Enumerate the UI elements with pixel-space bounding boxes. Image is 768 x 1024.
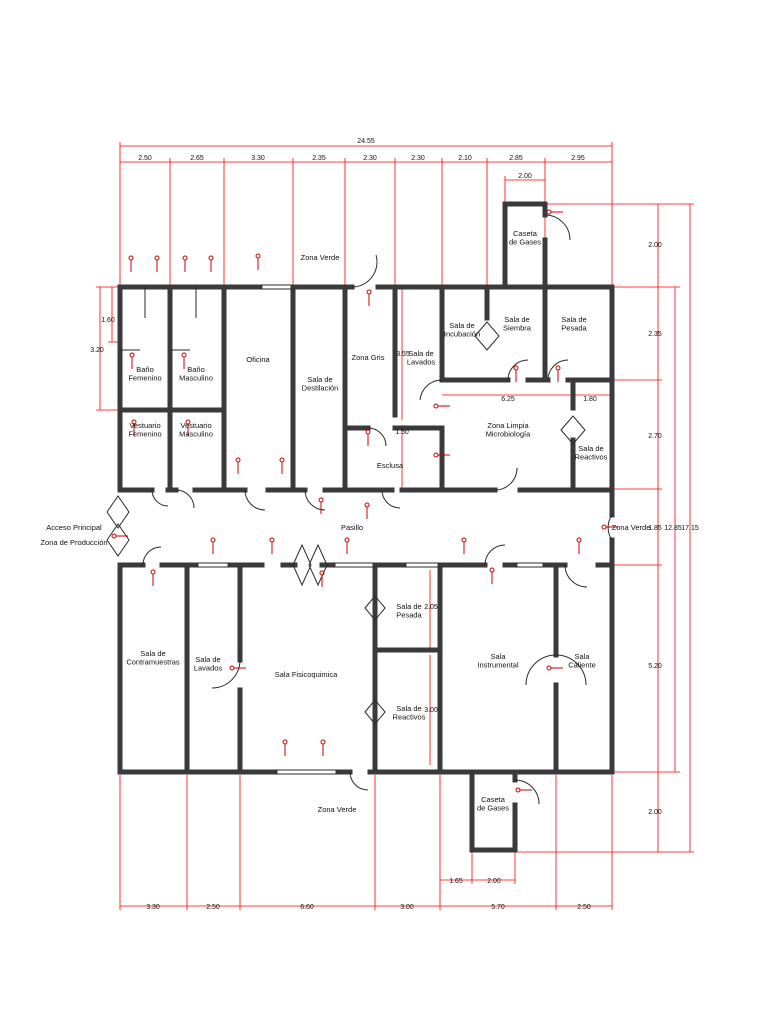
dimension-labels: 24.55 2.50 2.65 3.30 2.35 2.30 2.30 2.10… [90,138,699,911]
dim-top-sub: 2.00 [518,173,532,180]
label-acceso-principal: Acceso Principal [46,523,102,532]
room-esclusa: Esclusa [377,461,404,470]
room-sala-fisicoquimica: Sala Fisicoquimica [275,670,338,679]
equipment-symbols [111,209,618,793]
dim-top: 3.30 [251,155,265,162]
dim-bottom: 3.00 [400,904,414,911]
label-pasillo: Pasillo [341,523,363,532]
label-zona-verde-top: Zona Verde [301,253,340,262]
dim-right: 2.70 [648,433,662,440]
walls [117,201,615,853]
dim-interior: 6.25 [501,396,515,403]
dim-left: 3.20 [90,347,104,354]
dim-bottom-sub: 1.65 [449,878,463,885]
dim-right-total: 17.15 [681,525,699,532]
room-oficina: Oficina [246,355,270,364]
dim-top: 2.85 [509,155,523,162]
dim-bottom: 2.50 [577,904,591,911]
dim-bottom: 2.50 [206,904,220,911]
dim-top: 2.65 [190,155,204,162]
dim-right: 2.00 [648,242,662,249]
dim-interior: 3.55 [396,351,410,358]
dim-right: 2.35 [648,331,662,338]
dim-top: 2.35 [312,155,326,162]
label-zona-verde-right: Zona Verde [612,523,651,532]
dim-top: 2.10 [458,155,472,162]
dim-top: 2.50 [138,155,152,162]
dim-interior: 2.05 [424,604,438,611]
label-zona-verde-bottom: Zona Verde [318,805,357,814]
dim-top: 2.30 [411,155,425,162]
dim-bottom-sub: 2.00 [487,878,501,885]
dim-bottom: 6.60 [300,904,314,911]
dim-bottom: 5.70 [491,904,505,911]
dim-right-total: 12.85 [664,525,682,532]
room-zona-gris: Zona Gris [352,353,385,362]
dim-total-width: 24.55 [357,138,375,145]
dim-right: 5.20 [648,663,662,670]
label-zona-produccion: Zona de Producción [40,538,107,547]
dim-right: 1.85 [648,525,662,532]
dimension-lines [96,142,694,910]
dim-interior: 3.00 [424,707,438,714]
dim-bottom: 3.30 [146,904,160,911]
dim-left: 1.60 [101,317,115,324]
dim-interior: 1.80 [583,396,597,403]
dim-top: 2.95 [571,155,585,162]
dim-top: 2.30 [363,155,377,162]
doors [106,214,613,805]
dim-interior: 1.50 [395,429,409,436]
dim-right: 2.00 [648,809,662,816]
